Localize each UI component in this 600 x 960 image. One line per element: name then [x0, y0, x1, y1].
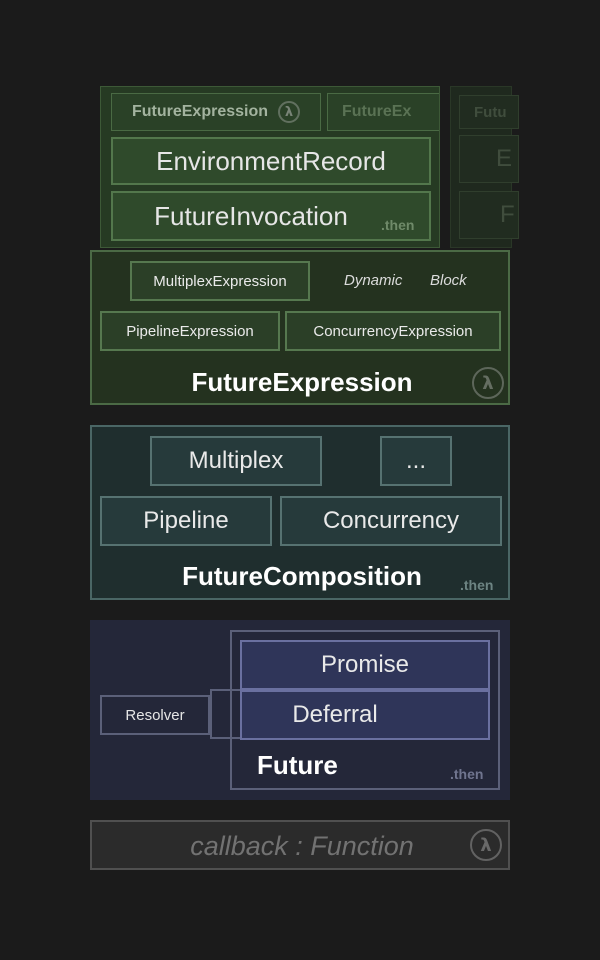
callback-label: callback : Function: [190, 831, 414, 861]
callback-panel: callback : Function λ: [90, 820, 510, 870]
resolver-box: Resolver: [100, 695, 210, 735]
stacked-panel-right: Futu E F: [450, 86, 519, 248]
future-expression-title: FutureExpression: [191, 367, 413, 397]
stacked-tab-label: FutureExpression: [131, 103, 269, 120]
stacked-tab-future-expression: FutureExpression λ: [111, 93, 321, 131]
future-invocation-then: .then: [381, 217, 415, 233]
lambda-icon: λ: [470, 829, 502, 861]
future-invocation-label: FutureInvocation: [154, 200, 348, 231]
ellipsis-box: ...: [380, 436, 452, 486]
stacked-tab-future-ex: FutureEx: [327, 93, 439, 131]
multiplex-expression-box: MultiplexExpression: [130, 261, 310, 301]
concurrency-expression-box: ConcurrencyExpression: [285, 311, 501, 351]
lambda-icon: λ: [278, 101, 301, 123]
block-label: Block: [430, 272, 467, 289]
future-title: Future: [257, 750, 338, 780]
dynamic-label: Dynamic: [344, 272, 403, 289]
stacked-tab-3: Futu: [459, 95, 519, 129]
concurrency-box: Concurrency: [280, 496, 502, 546]
stacked-panel-main: FutureExpression λ FutureEx EnvironmentR…: [100, 86, 440, 248]
promise-box: Promise: [240, 640, 490, 690]
future-expression-panel: MultiplexExpression Dynamic Block Pipeli…: [90, 250, 510, 405]
future-panel: Promise Deferral Resolver Future .then: [90, 620, 510, 800]
deferral-connector: [210, 689, 240, 739]
future-composition-panel: Multiplex ... Pipeline Concurrency Futur…: [90, 425, 510, 600]
future-composition-title: FutureComposition: [182, 561, 422, 591]
deferral-box: Deferral: [240, 690, 490, 740]
stacked-fragment-2: F: [459, 191, 519, 239]
multiplex-box: Multiplex: [150, 436, 322, 486]
future-then: .then: [450, 766, 484, 782]
stacked-fragment-1: E: [459, 135, 519, 183]
pipeline-expression-box: PipelineExpression: [100, 311, 280, 351]
future-composition-then: .then: [460, 577, 494, 593]
future-invocation-box: FutureInvocation: [111, 191, 431, 241]
lambda-icon: λ: [472, 367, 504, 399]
environment-record-box: EnvironmentRecord: [111, 137, 431, 185]
future-frame: [230, 630, 500, 790]
pipeline-box: Pipeline: [100, 496, 272, 546]
